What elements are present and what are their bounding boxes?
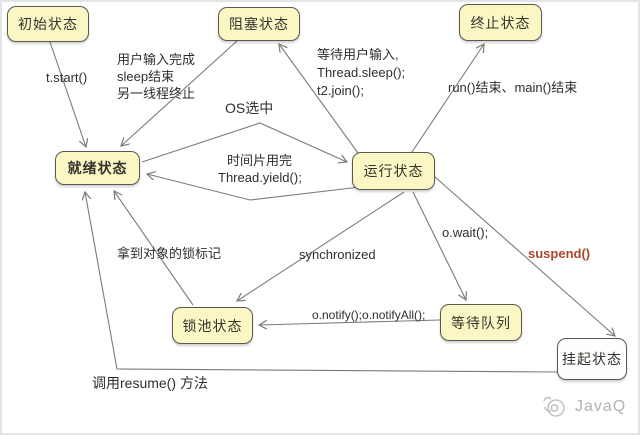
state-node-initial: 初始状态 [7,6,89,42]
brand-text: JavaQ [575,398,627,415]
state-node-blocked: 阻塞状态 [218,7,300,41]
state-node-lock-pool: 锁池状态 [172,307,253,344]
edge-label-o-wait: o.wait(); [442,225,489,240]
edge-label-suspend: suspend() [528,246,591,261]
state-node-wait-queue: 等待队列 [440,304,522,341]
edge-label-line: Thread.yield(); [218,170,302,185]
edge-label-got-lock: 拿到对象的锁标记 [117,246,222,261]
state-node-ready: 就绪状态 [55,151,140,185]
state-node-suspended: 挂起状态 [557,338,627,380]
edge-label-line: 等待用户输入, [317,47,399,62]
state-node-terminated: 终止状态 [459,4,542,41]
edge-label-run-end: run()结束、main()结束 [448,80,578,95]
edge-label-line: 用户输入完成 [117,52,196,67]
edge-label-timeslice-yield: 时间片用完 Thread.yield(); [218,152,302,186]
edge-label-line: 时间片用完 [227,153,293,168]
edge-label-synchronized: synchronized [299,247,376,262]
edge-label-resume: 调用resume() 方法 [92,375,208,391]
state-node-running: 运行状态 [352,152,435,190]
edge-label-t-start: t.start() [46,70,88,85]
edge-label-line: sleep结束 [117,69,175,84]
edge-label-os-selected: OS选中 [225,100,274,116]
edge-label-line: 另一线程终止 [117,86,196,101]
edge-label-notify: o.notify();o.notifyAll(); [312,308,426,322]
edge-label-line: Thread.sleep(); [317,65,406,80]
edge-label-line: t2.join(); [317,83,364,98]
edge-label-running-to-blocked: 等待用户输入, Thread.sleep(); t2.join(); [317,46,405,100]
edge-label-blocked-to-ready: 用户输入完成 sleep结束 另一线程终止 [117,51,195,102]
brand-watermark: JavaQ [541,395,626,419]
bird-icon [543,396,565,417]
